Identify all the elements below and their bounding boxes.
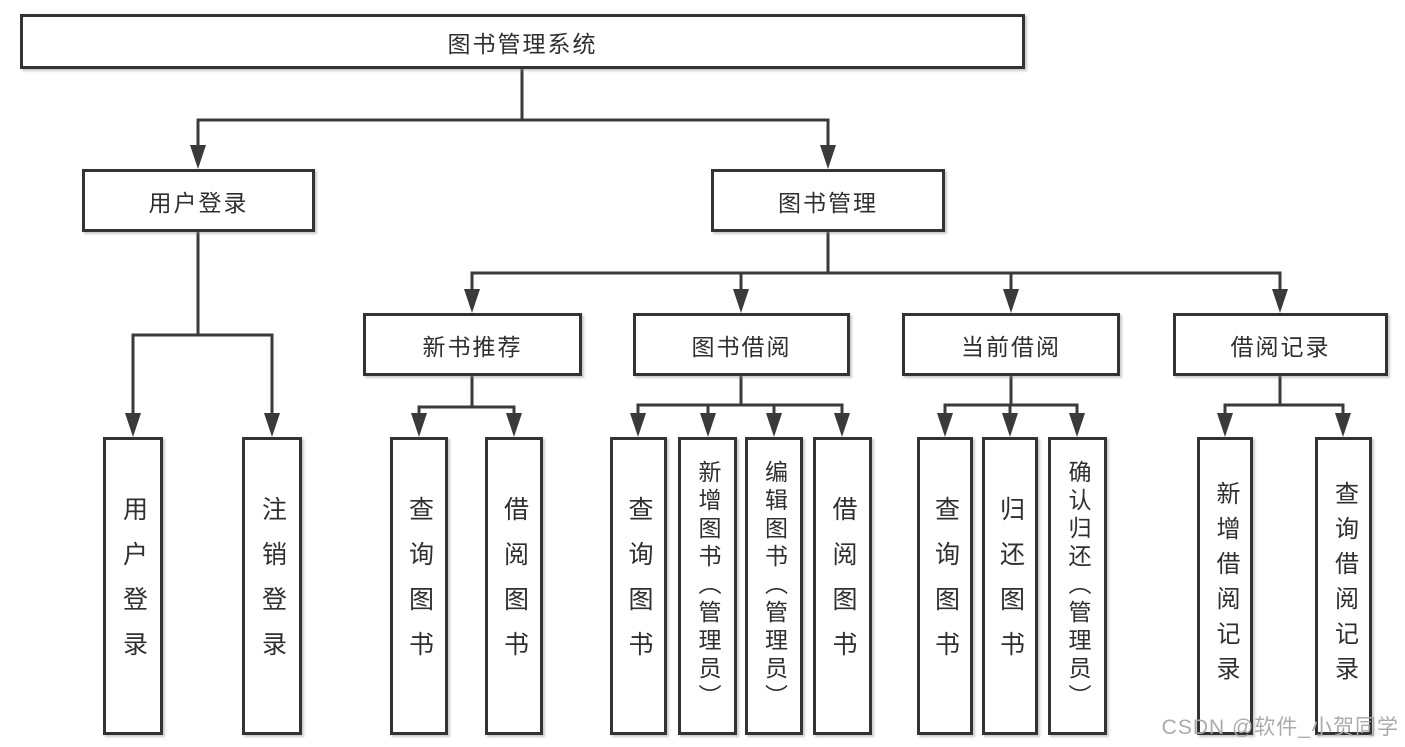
leaf-label: 借阅图书 xyxy=(829,496,857,676)
node-label: 图书管理 xyxy=(778,189,878,216)
node-label: 借阅记录 xyxy=(1230,333,1331,360)
leaf-query-borrow-record: 查询借阅记录 xyxy=(1315,437,1372,735)
leaf-borrow-books-recommend: 借阅图书 xyxy=(485,437,543,735)
leaf-add-borrow-record: 新增借阅记录 xyxy=(1197,437,1253,735)
node-current-borrow: 当前借阅 xyxy=(902,313,1120,376)
node-label: 新书推荐 xyxy=(422,333,523,360)
node-label: 用户登录 xyxy=(148,189,249,216)
leaf-return-books: 归还图书 xyxy=(982,437,1038,735)
leaf-add-books-admin: 新增图书（管理员） xyxy=(678,437,737,735)
node-user-login: 用户登录 xyxy=(82,169,315,232)
node-library-system: 图书管理系统 xyxy=(20,14,1025,69)
leaf-logout: 注销登录 xyxy=(242,437,302,735)
leaf-label: 查询图书 xyxy=(625,496,653,676)
edge-user-login-children xyxy=(125,232,280,437)
leaf-label: 查询图书 xyxy=(931,496,960,676)
leaf-query-books-borrow: 查询图书 xyxy=(610,437,667,735)
leaf-confirm-return-admin: 确认归还（管理员） xyxy=(1048,437,1107,735)
edge-book-management-children xyxy=(464,232,1288,313)
edge-borrow-record-children xyxy=(1217,376,1351,437)
node-label: 当前借阅 xyxy=(961,333,1061,360)
leaf-label: 确认归还（管理员） xyxy=(1065,460,1091,712)
edge-root-to-level2 xyxy=(190,69,836,169)
leaf-query-books-recommend: 查询图书 xyxy=(390,437,448,735)
leaf-label: 借阅图书 xyxy=(500,496,529,676)
leaf-label: 用户登录 xyxy=(119,496,148,676)
leaf-label: 新增图书（管理员） xyxy=(695,460,721,712)
leaf-edit-books-admin: 编辑图书（管理员） xyxy=(745,437,803,735)
leaf-label: 归还图书 xyxy=(996,496,1025,676)
leaf-query-books-current: 查询图书 xyxy=(917,437,973,735)
leaf-user-login: 用户登录 xyxy=(103,437,163,735)
leaf-label: 注销登录 xyxy=(258,496,287,676)
csdn-watermark: CSDN @软件_小贺同学 xyxy=(1161,716,1399,739)
node-book-borrow: 图书借阅 xyxy=(633,313,850,376)
edge-book-borrow-children xyxy=(630,376,850,437)
node-new-book-recommend: 新书推荐 xyxy=(363,313,582,376)
leaf-label: 编辑图书（管理员） xyxy=(761,460,788,712)
leaf-label: 新增借阅记录 xyxy=(1212,481,1239,691)
node-label: 图书管理系统 xyxy=(447,30,598,57)
leaf-borrow-books: 借阅图书 xyxy=(813,437,872,735)
leaf-label: 查询借阅记录 xyxy=(1330,481,1358,691)
node-book-management: 图书管理 xyxy=(711,169,945,232)
leaf-label: 查询图书 xyxy=(405,496,434,676)
node-borrow-records: 借阅记录 xyxy=(1173,313,1388,376)
edge-current-borrow-children xyxy=(937,376,1085,437)
node-label: 图书借阅 xyxy=(691,333,792,360)
edge-new-book-recommend-children xyxy=(411,376,522,437)
